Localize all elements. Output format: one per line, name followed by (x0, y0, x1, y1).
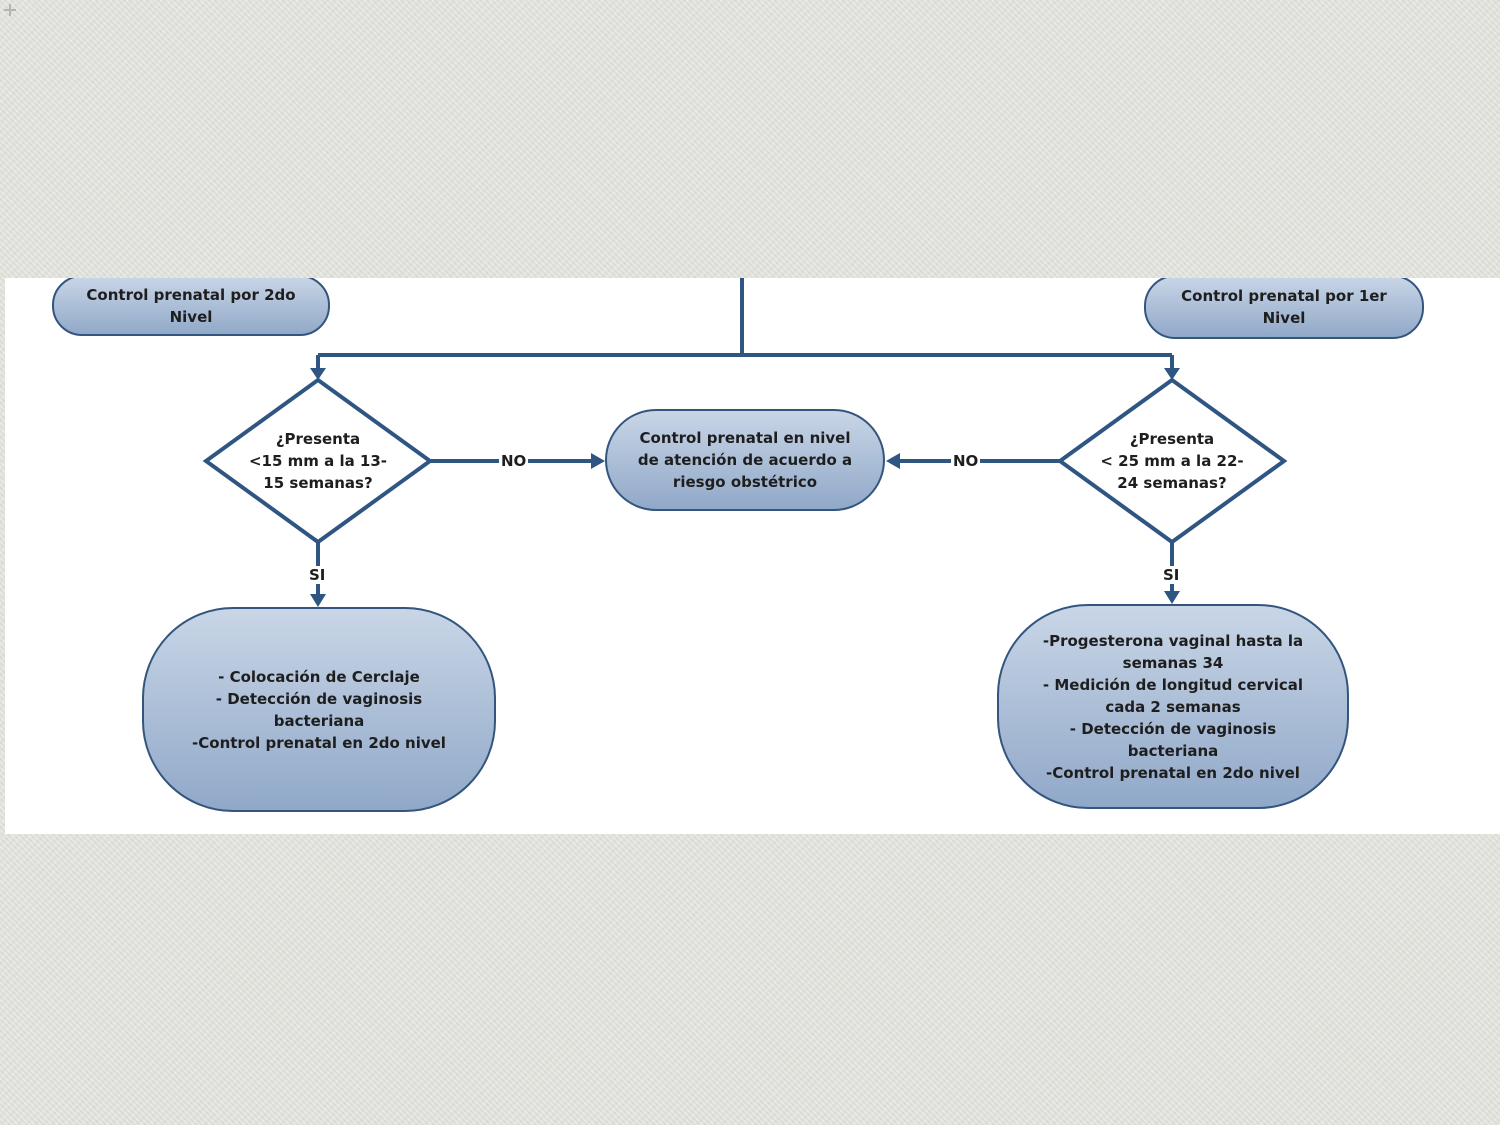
start-left-text: Control prenatal por 2do Nivel (86, 285, 296, 326)
result-left-node: - Colocación de Cerclaje - Detección de … (143, 608, 495, 811)
start-left-node: Control prenatal por 2do Nivel (53, 278, 329, 335)
decision-right-node: ¿Presenta < 25 mm a la 22- 24 semanas? (1090, 414, 1254, 508)
edge-label-si-right: SI (1161, 566, 1182, 584)
result-right-node: -Progesterona vaginal hasta la semanas 3… (998, 605, 1348, 808)
connector-arrowheads (310, 368, 1180, 607)
result-right-text: -Progesterona vaginal hasta la semanas 3… (1042, 631, 1304, 782)
center-shape (605, 409, 885, 511)
start-right-node: Control prenatal por 1er Nivel (1145, 278, 1423, 338)
start-right-text: Control prenatal por 1er Nivel (1181, 287, 1387, 327)
center-text: Control prenatal en nivel de atención de… (637, 429, 853, 491)
decision-left-text: ¿Presenta <15 mm a la 13- 15 semanas? (248, 430, 388, 492)
result-left-text: - Colocación de Cerclaje - Detección de … (192, 667, 446, 752)
start-right-shape (1144, 278, 1424, 339)
edge-label-si-left: SI (307, 566, 328, 584)
slide-corner-mark (4, 4, 16, 16)
decision-left-node: ¿Presenta <15 mm a la 13- 15 semanas? (236, 414, 400, 508)
decision-right-text: ¿Presenta < 25 mm a la 22- 24 semanas? (1100, 430, 1244, 492)
edge-label-no-right: NO (951, 452, 981, 470)
center-node: Control prenatal en nivel de atención de… (606, 410, 884, 510)
edge-label-no-left: NO (499, 452, 529, 470)
flowchart-connectors (52, 278, 1424, 812)
start-left-shape (52, 278, 330, 336)
flowchart-panel: Control prenatal por 2do Nivel Control p… (5, 278, 1500, 834)
result-left-shape (142, 607, 496, 812)
result-right-shape (997, 604, 1349, 809)
